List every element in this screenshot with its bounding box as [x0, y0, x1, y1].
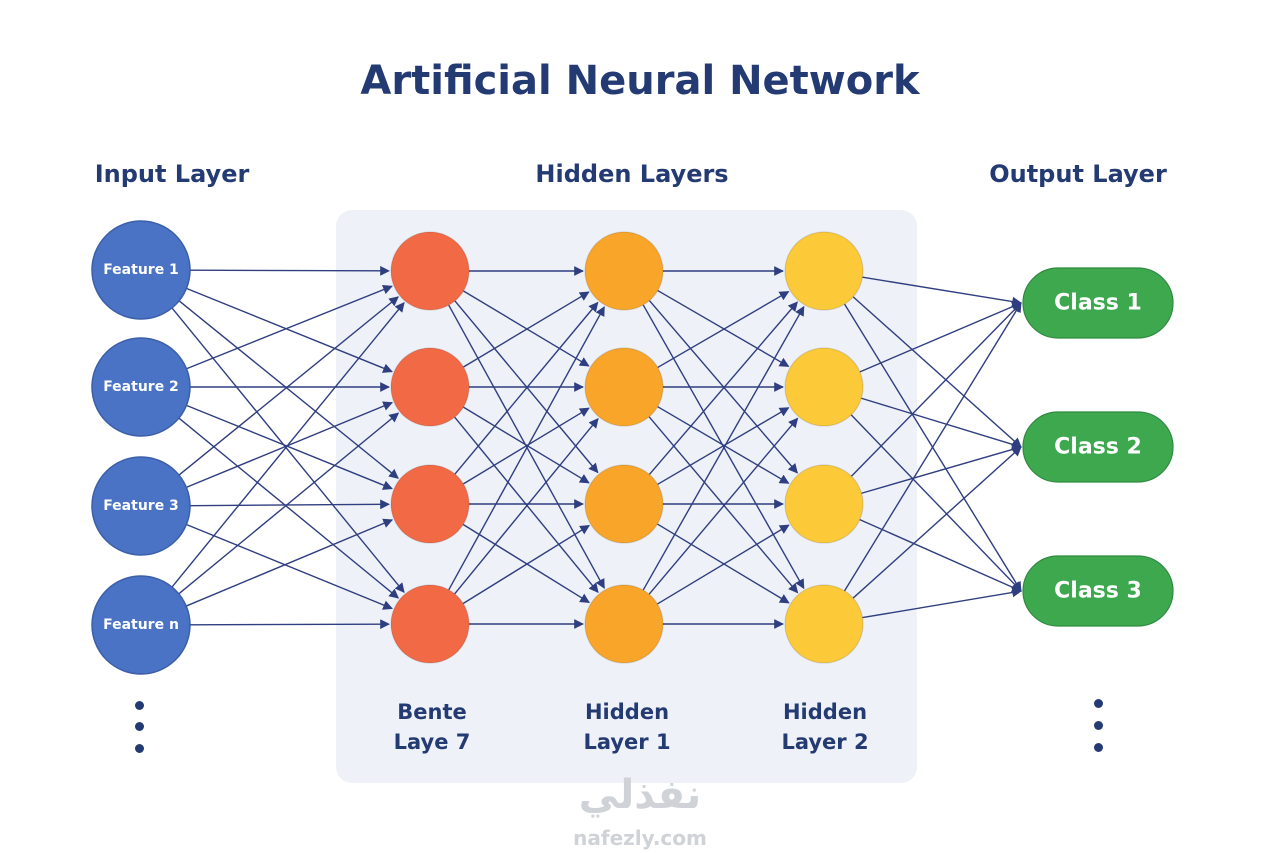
input-node-label: Feature 3 [103, 498, 179, 514]
hidden-node [784, 464, 864, 544]
hidden-node [584, 231, 664, 311]
hidden-node [784, 347, 864, 427]
connection-arrow [189, 265, 390, 276]
connection-arrow [189, 619, 390, 630]
hidden-node [390, 231, 470, 311]
connection-arrow [454, 416, 599, 594]
connection-arrow [189, 499, 390, 510]
input-node-label: Feature 2 [103, 379, 179, 395]
hidden-node [584, 347, 664, 427]
connection-arrow [861, 444, 1022, 494]
connection-arrow [859, 518, 1022, 592]
ellipsis-dot [135, 722, 144, 731]
ellipsis-dot [1094, 743, 1103, 752]
nodes [91, 220, 1174, 675]
ellipsis-dot [1094, 721, 1103, 730]
connection-arrow [178, 417, 400, 599]
output-node [1022, 411, 1174, 483]
input-node-label: Feature n [103, 617, 179, 633]
output-node-label: Class 1 [1054, 290, 1142, 316]
connection-arrow [657, 523, 790, 604]
input-layer-heading: Input Layer [94, 160, 250, 188]
hidden-column-label: Hidden Layer 1 [583, 697, 670, 757]
connection-arrow [185, 518, 394, 607]
connection-arrow [186, 401, 393, 488]
output-layer-heading: Output Layer [989, 160, 1167, 188]
ellipsis-dot [135, 744, 144, 753]
connection-arrow [852, 446, 1022, 599]
input-node [91, 337, 191, 437]
connection-arrow [462, 524, 590, 605]
hidden-column-label-line2: Layer 2 [781, 730, 869, 754]
connection-arrow [648, 417, 799, 595]
hidden-node [784, 231, 864, 311]
connection-arrow [454, 417, 599, 595]
connection-arrow [657, 289, 790, 368]
connection-arrow [859, 301, 1022, 373]
output-node [1022, 267, 1174, 339]
connection-arrow [852, 296, 1022, 448]
input-node [91, 456, 191, 556]
connection-arrow [862, 587, 1022, 619]
connection-arrow [178, 412, 400, 595]
hidden-node [390, 464, 470, 544]
ellipsis-dot [1094, 699, 1103, 708]
connection-arrow [648, 301, 798, 475]
hidden-column-label-line1: Bente [397, 700, 467, 724]
connection-arrow [178, 300, 399, 479]
hidden-column-label-line2: Layer 1 [583, 730, 671, 754]
hidden-column-label: Hidden Layer 2 [781, 697, 868, 757]
ellipsis-dot [135, 701, 144, 710]
connection-arrow [454, 301, 599, 475]
connection-arrow [843, 302, 1022, 592]
input-node [91, 575, 191, 675]
connection-arrow [642, 304, 805, 590]
watermark-url: nafezly.com [573, 826, 707, 850]
connection-arrow [463, 406, 590, 484]
watermark-logo: نفذلي [578, 772, 702, 818]
connection-arrow [186, 285, 393, 370]
hidden-column-label-line2: Laye 7 [393, 730, 471, 754]
output-node [1022, 555, 1174, 627]
connection-arrow [850, 302, 1022, 477]
diagram-title: Artificial Neural Network [360, 58, 920, 104]
connection-arrow [657, 406, 790, 484]
hidden-layers-heading: Hidden Layers [535, 160, 729, 188]
hidden-node [390, 584, 470, 664]
connection-arrow [448, 304, 605, 589]
connection-arrow [186, 523, 393, 610]
hidden-node [584, 464, 664, 544]
connection-arrow [657, 290, 790, 369]
hidden-node [584, 584, 664, 664]
connections [171, 265, 1022, 630]
connection-arrow [186, 404, 393, 490]
hidden-column-label-line1: Hidden [782, 700, 868, 724]
connection-arrow [862, 276, 1022, 307]
connection-arrow [861, 397, 1022, 450]
connection-arrow [171, 302, 405, 588]
connection-arrow [448, 306, 605, 591]
hidden-column-label: Bente Laye 7 [394, 697, 471, 757]
connection-arrow [462, 523, 590, 604]
connection-arrow [178, 296, 399, 476]
hidden-node [784, 584, 864, 664]
output-node-label: Class 3 [1054, 578, 1142, 604]
hidden-column-label-line1: Hidden [584, 700, 670, 724]
input-node [91, 220, 191, 320]
connection-arrow [186, 287, 393, 373]
input-node-label: Feature 1 [103, 262, 179, 278]
connection-arrow [648, 416, 799, 594]
connection-arrow [657, 524, 790, 605]
connection-arrow [463, 291, 590, 368]
connection-arrow [171, 307, 405, 593]
connection-arrow [657, 407, 790, 485]
connection-arrow [463, 290, 590, 367]
connection-arrow [850, 414, 1022, 592]
connection-arrow [642, 305, 805, 591]
output-node-label: Class 2 [1054, 434, 1142, 460]
connection-arrow [463, 407, 590, 485]
hidden-node [390, 347, 470, 427]
